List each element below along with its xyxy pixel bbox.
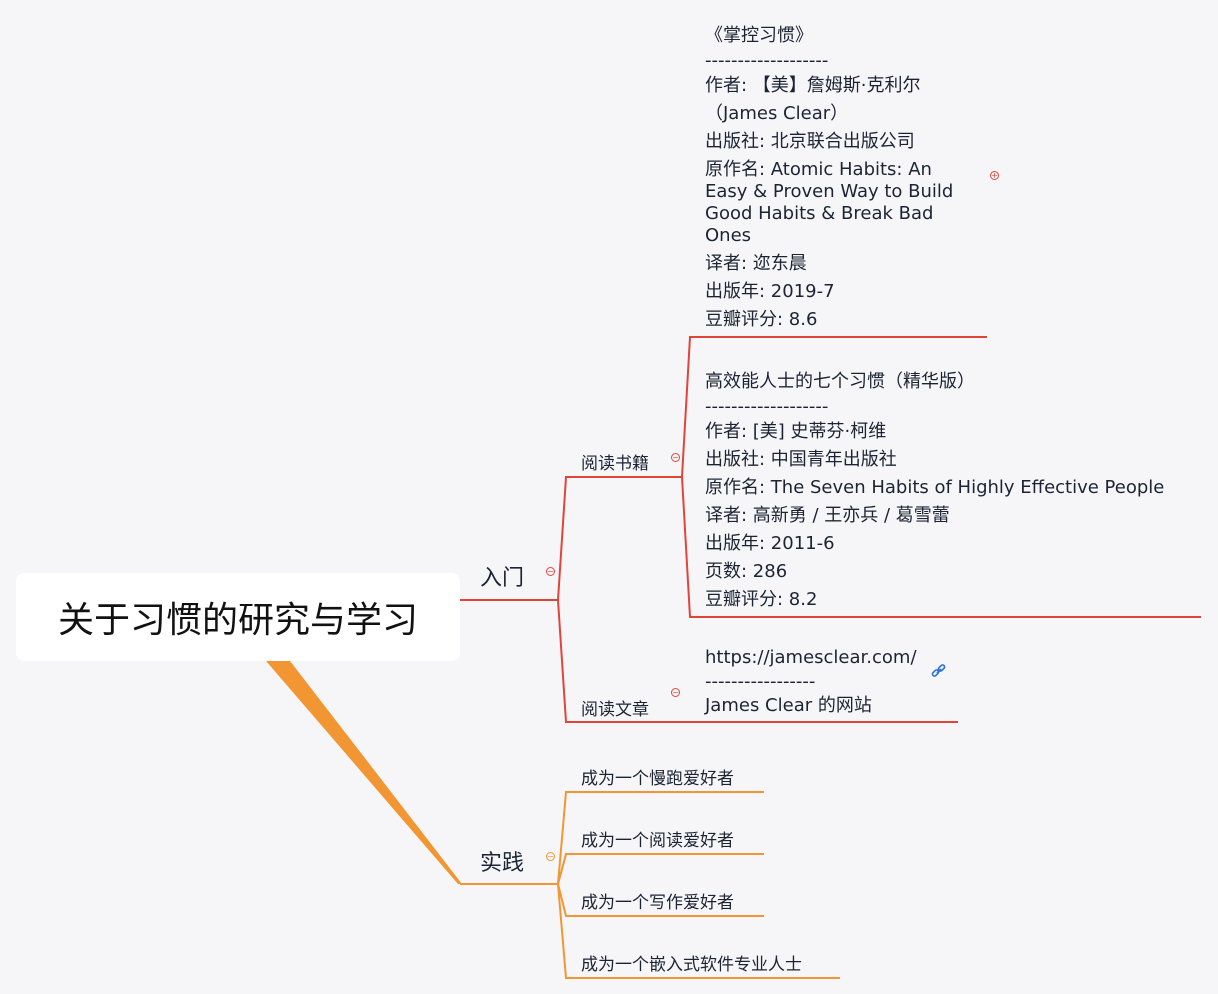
root-topic-label: 关于习惯的研究与学习 — [57, 600, 418, 641]
topic-articles-label: 阅读文章 — [581, 700, 649, 720]
practice-item[interactable]: 成为一个慢跑爱好者 — [581, 764, 734, 789]
practice-item-label: 成为一个写作爱好者 — [581, 893, 734, 913]
topic-practice-label: 实践 — [480, 851, 525, 876]
book1-year: 出版年: 2019-7 — [705, 281, 835, 302]
collapse-icon[interactable]: − — [546, 567, 555, 576]
topic-website[interactable]: https://jamesclear.com/ ----------------… — [705, 644, 917, 720]
book2-rating: 豆瓣评分: 8.2 — [705, 589, 818, 610]
book1-publisher: 出版社: 北京联合出版公司 — [705, 131, 915, 152]
practice-item[interactable]: 成为一个阅读爱好者 — [581, 826, 734, 851]
website-separator: ----------------- — [705, 671, 816, 692]
topic-book2[interactable]: 高效能人士的七个习惯（精华版） ------------------- 作者: … — [705, 368, 1164, 614]
topic-book1[interactable]: 《掌控习惯》 ------------------- 作者: 【美】詹姆斯·克利… — [705, 22, 975, 334]
practice-item[interactable]: 成为一个写作爱好者 — [581, 888, 734, 913]
website-url[interactable]: https://jamesclear.com/ — [705, 647, 917, 668]
book2-translator: 译者: 高新勇 / 王亦兵 / 葛雪蕾 — [705, 505, 950, 526]
connector-practice-3 — [557, 883, 764, 917]
collapse-icon[interactable]: − — [671, 453, 680, 462]
book1-author-line2: （James Clear） — [705, 103, 849, 124]
connector-practice-4 — [557, 883, 840, 979]
book1-author-line1: 作者: 【美】詹姆斯·克利尔 — [705, 75, 921, 96]
book2-title: 高效能人士的七个习惯（精华版） — [705, 371, 975, 392]
connector-root-practice — [266, 661, 462, 884]
topic-articles[interactable]: 阅读文章 — [581, 695, 649, 720]
practice-item-label: 成为一个慢跑爱好者 — [581, 769, 734, 789]
root-topic[interactable]: 关于习惯的研究与学习 — [16, 573, 460, 661]
connector-books-book1 — [681, 336, 987, 478]
topic-books[interactable]: 阅读书籍 — [581, 449, 649, 474]
book2-author: 作者: [美] 史蒂芬·柯维 — [705, 421, 887, 442]
book1-rating: 豆瓣评分: 8.6 — [705, 309, 818, 330]
book2-original-title: 原作名: The Seven Habits of Highly Effectiv… — [705, 477, 1165, 498]
topic-intro-label: 入门 — [480, 566, 525, 591]
link-icon[interactable] — [930, 662, 948, 680]
topic-intro[interactable]: 入门 — [480, 560, 524, 592]
topic-practice[interactable]: 实践 — [480, 845, 524, 877]
practice-item-label: 成为一个阅读爱好者 — [581, 831, 734, 851]
book2-year: 出版年: 2011-6 — [705, 533, 835, 554]
website-description: James Clear 的网站 — [705, 695, 872, 716]
connector-practice-2 — [557, 853, 764, 885]
book1-separator: ------------------- — [705, 50, 829, 71]
connector-practice-1 — [557, 791, 764, 885]
connector-intro-articles — [557, 599, 958, 723]
book1-original-title: 原作名: Atomic Habits: An Easy & Proven Way… — [705, 159, 954, 246]
topic-books-label: 阅读书籍 — [581, 454, 649, 474]
book2-publisher: 出版社: 中国青年出版社 — [705, 449, 897, 470]
collapse-icon[interactable]: − — [671, 688, 680, 697]
practice-item-label: 成为一个嵌入式软件专业人士 — [581, 955, 802, 975]
practice-item[interactable]: 成为一个嵌入式软件专业人士 — [581, 950, 802, 975]
book1-title: 《掌控习惯》 — [705, 25, 813, 46]
connector-books-book2 — [681, 476, 1201, 618]
collapse-icon[interactable]: − — [546, 852, 555, 861]
book1-translator: 译者: 迩东晨 — [705, 253, 807, 274]
connector-intro-books — [557, 476, 682, 601]
book2-pages: 页数: 286 — [705, 561, 788, 582]
book2-separator: ------------------- — [705, 396, 829, 417]
expand-icon[interactable]: + — [990, 171, 999, 180]
